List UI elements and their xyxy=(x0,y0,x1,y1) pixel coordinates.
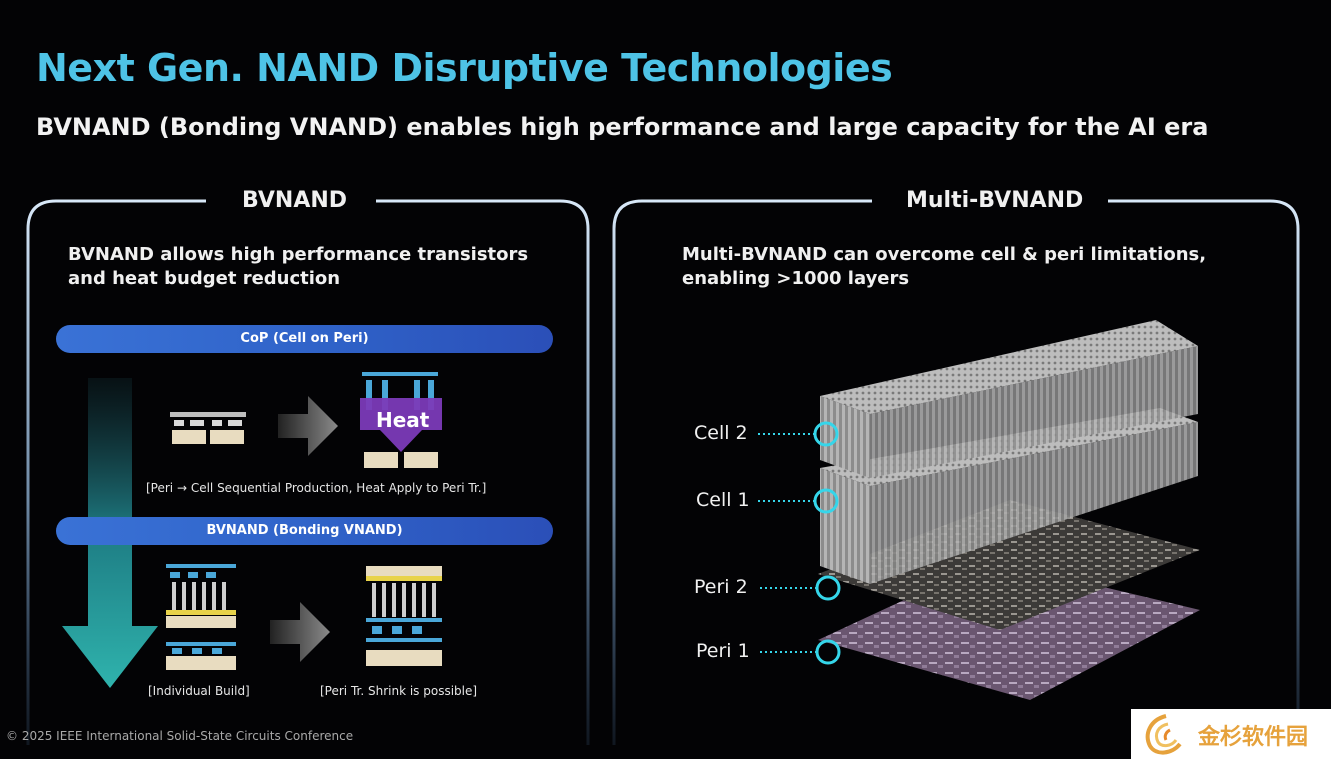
right-panel-description-line2: enabling >1000 layers xyxy=(682,268,910,289)
peri2-callout-dot xyxy=(815,575,841,601)
cop-peri-chip-diagram xyxy=(170,412,246,444)
layer-label-peri2: Peri 2 xyxy=(694,576,748,598)
layer-callouts xyxy=(758,421,841,665)
bonding-transition-arrow-icon xyxy=(270,602,330,662)
left-panel-frame xyxy=(26,199,590,745)
multi-bvnand-stack-illustration xyxy=(818,320,1200,700)
left-panel-heading: BVNAND xyxy=(228,188,362,213)
cop-heat-chip-diagram xyxy=(360,372,442,468)
individual-build-diagram xyxy=(166,564,236,670)
layer-label-peri1: Peri 1 xyxy=(696,640,750,662)
cop-transition-arrow-icon xyxy=(278,396,338,456)
page-title: Next Gen. NAND Disruptive Technologies xyxy=(36,46,893,90)
heat-label: Heat xyxy=(376,408,430,432)
left-panel-description-line2: and heat budget reduction xyxy=(68,268,341,289)
copyright-footer: © 2025 IEEE International Solid-State Ci… xyxy=(6,729,354,743)
peri1-callout-dot xyxy=(815,639,841,665)
watermark-text: 金杉软件园 xyxy=(1198,725,1309,750)
cell2-callout-dot xyxy=(813,421,839,447)
layer-label-cell1: Cell 1 xyxy=(696,489,750,511)
layer-label-cell2: Cell 2 xyxy=(694,422,748,444)
cell1-callout-dot xyxy=(813,488,839,514)
bvnand-bar: BVNAND (Bonding VNAND) xyxy=(56,517,553,545)
right-panel-heading: Multi-BVNAND xyxy=(892,188,1098,213)
bonded-stack-diagram xyxy=(366,566,442,666)
watermark-logo-icon xyxy=(1145,714,1182,755)
individual-build-caption: [Individual Build] xyxy=(148,684,250,698)
right-panel-description-line1: Multi-BVNAND can overcome cell & peri li… xyxy=(682,244,1207,265)
left-panel-description-line1: BVNAND allows high performance transisto… xyxy=(68,244,529,265)
peri-shrink-caption: [Peri Tr. Shrink is possible] xyxy=(320,684,478,698)
page-subtitle: BVNAND (Bonding VNAND) enables high perf… xyxy=(36,113,1209,141)
cop-caption: [Peri → Cell Sequential Production, Heat… xyxy=(146,481,487,495)
cop-bar: CoP (Cell on Peri) xyxy=(56,325,553,353)
right-panel-frame xyxy=(612,199,1300,745)
